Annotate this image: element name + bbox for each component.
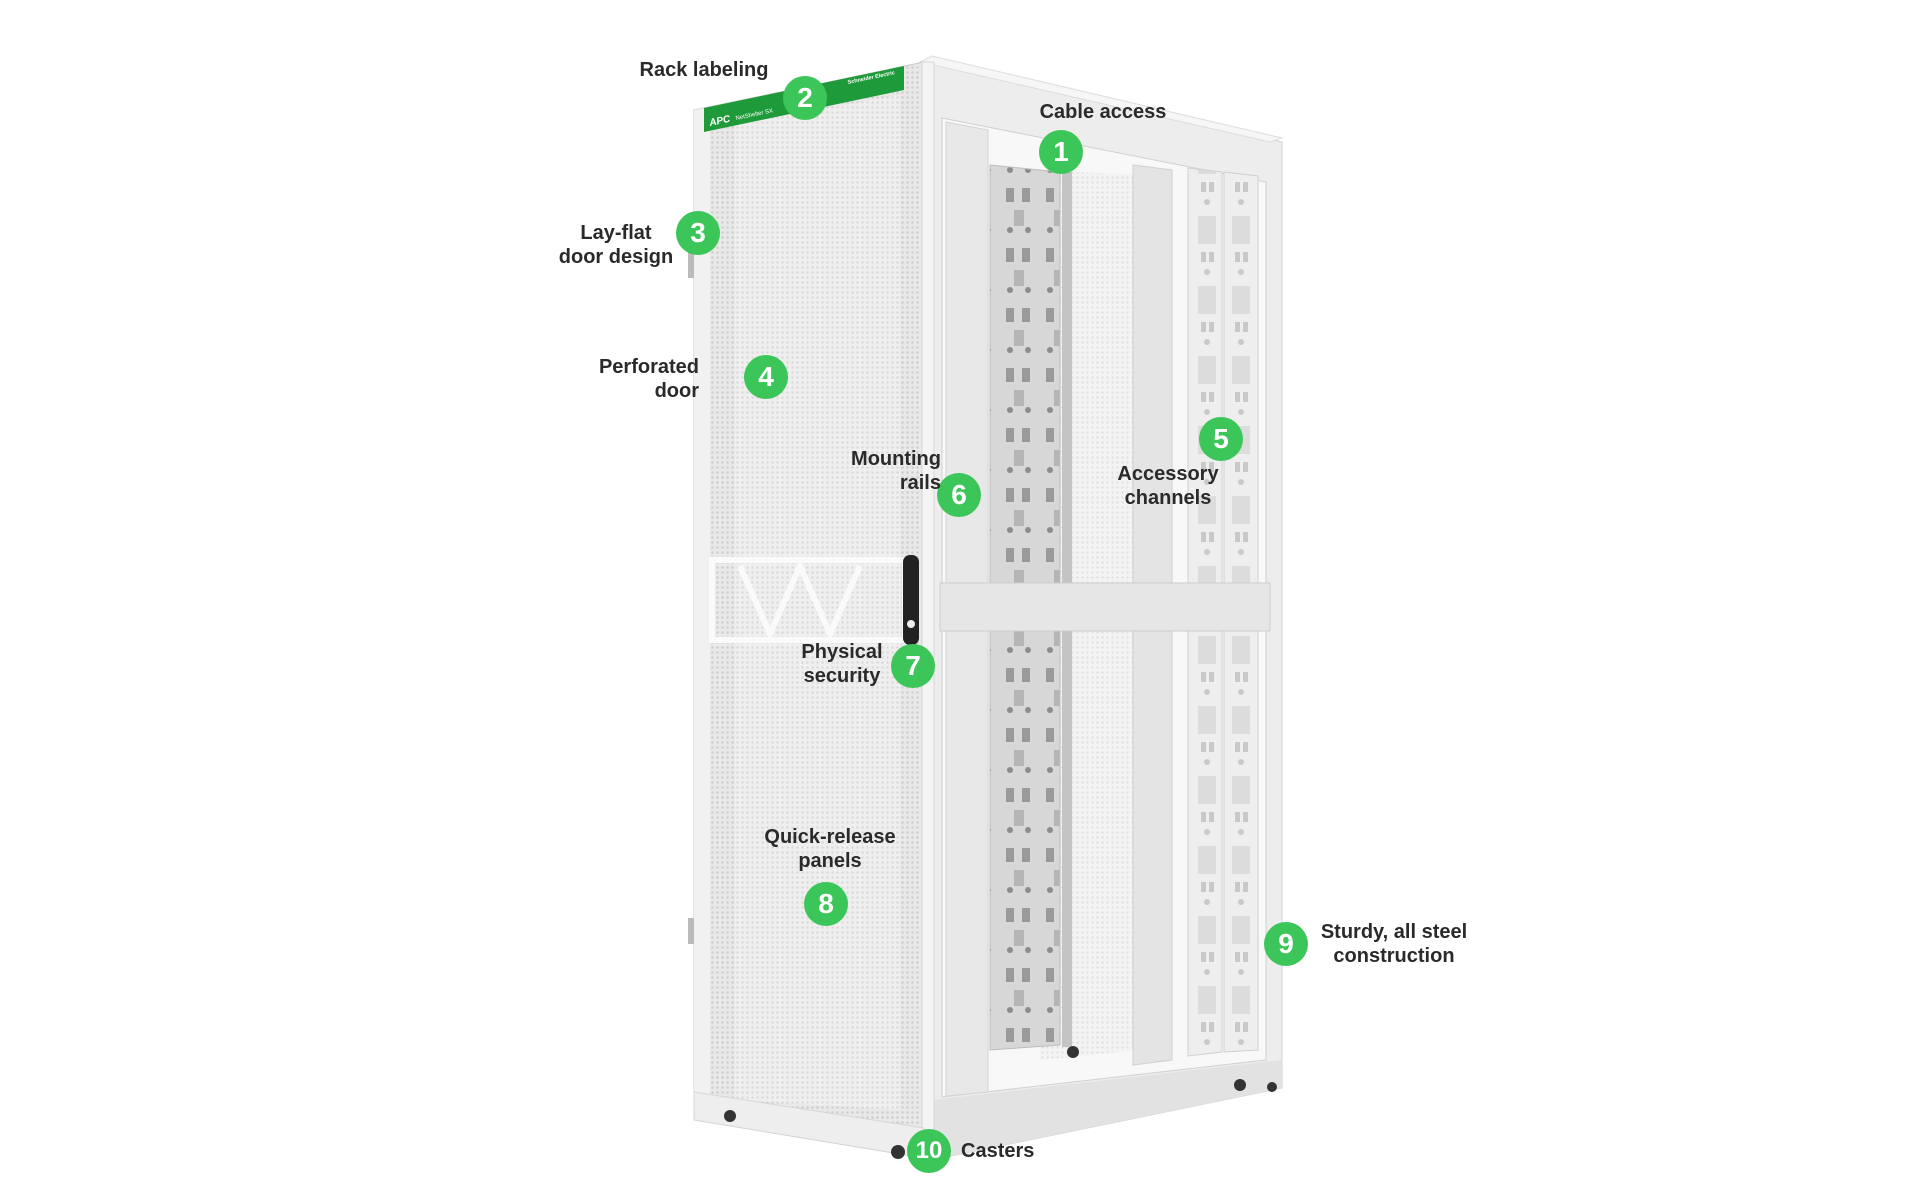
rack-base [932,1060,1282,1160]
callout-badge-9: 9 [1264,922,1308,966]
hinge [688,252,694,278]
label-line: security [803,665,881,687]
label-line: Perforated [598,356,699,378]
door-frame-left [694,107,710,1123]
label-line: Lay-flat [580,222,652,244]
label-line: construction [1333,945,1455,967]
callout-badge-5: 5 [1199,417,1243,461]
hinge [688,918,694,944]
callout-badge-7: 7 [891,644,935,688]
label-line: Cable access [1039,101,1167,123]
caster [1234,1079,1246,1091]
callout-badge-4: 4 [744,355,788,399]
label-line: Accessory [1117,463,1219,485]
callout-badge-2: 2 [783,76,827,120]
label-line: Sturdy, all steel [1320,921,1468,943]
callout-badge-8: 8 [804,882,848,926]
label-line: Mounting [851,448,941,470]
label-line: panels [798,850,862,872]
callout-label-casters: Casters [961,1139,1034,1163]
door-post [921,61,935,1161]
label-line: Physical [801,641,883,663]
label-line: channels [1124,487,1212,509]
lock-icon [907,620,915,628]
callout-badge-10: 10 [907,1129,951,1173]
label-line: rails [899,472,941,494]
brand-logo-text: APC [707,114,732,129]
label-line: Casters [961,1140,1035,1162]
label-line: door design [558,246,674,268]
door-brace-truss [737,558,863,642]
label-line: Rack labeling [639,59,769,81]
caster [724,1110,736,1122]
callout-label-cable-access: Cable access [1040,100,1167,124]
label-line: door [654,380,699,402]
rack-top [918,55,1284,143]
door-handle [903,555,919,645]
caster [891,1145,905,1159]
caster [1067,1046,1079,1058]
callout-label-rack-labeling: Rack labeling [640,58,769,82]
crossbar [939,582,1271,632]
caster [1267,1082,1277,1092]
label-line: Quick-release [764,826,896,848]
callout-badge-1: 1 [1039,130,1083,174]
callout-badge-6: 6 [937,473,981,517]
callout-badge-3: 3 [676,211,720,255]
